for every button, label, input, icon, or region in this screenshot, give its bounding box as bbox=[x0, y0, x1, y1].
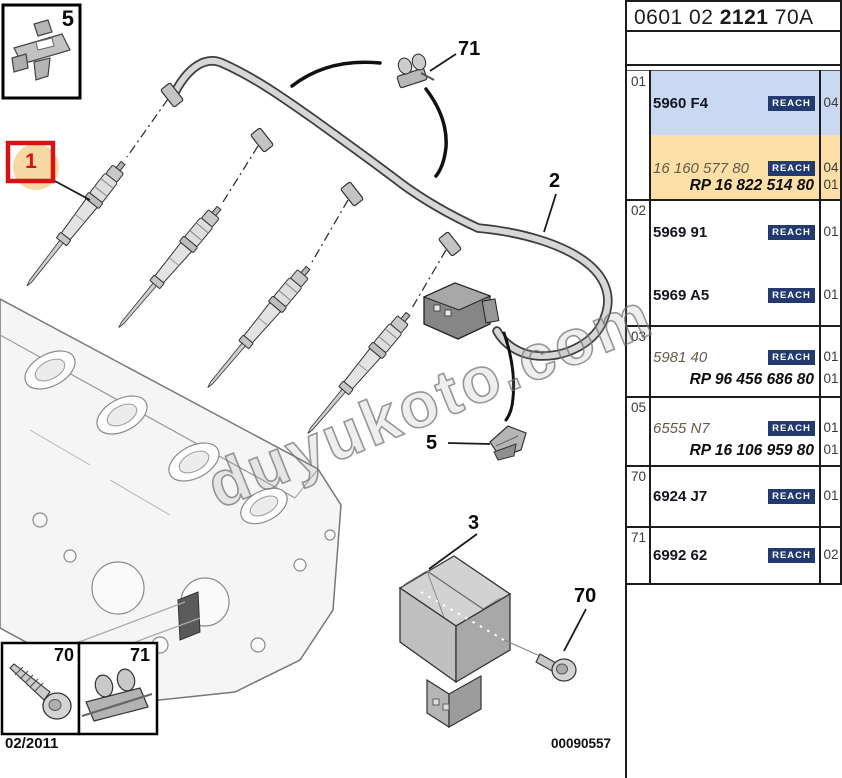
inset-box-71 bbox=[77, 641, 159, 736]
reach-badge[interactable]: REACH bbox=[768, 421, 815, 436]
replacement-part-number[interactable]: RP 96 456 686 80 bbox=[689, 371, 814, 388]
parts-table: 0601 02 2121 70A 01 5960 F4 REACH 04 16 … bbox=[625, 0, 842, 585]
qty-value: 02 bbox=[823, 547, 839, 562]
qty-value: 01 bbox=[823, 371, 839, 386]
reach-badge[interactable]: REACH bbox=[768, 489, 815, 504]
ref-number: 71 bbox=[631, 530, 647, 545]
highlight-circle bbox=[13, 144, 59, 190]
part-number[interactable]: 5960 F4 bbox=[653, 95, 709, 112]
callout-harness-2[interactable]: 2 bbox=[549, 170, 561, 192]
cylinder-head-art bbox=[0, 298, 342, 702]
qty-value: 04 bbox=[823, 160, 839, 175]
callout-clip-5[interactable]: 5 bbox=[426, 432, 438, 454]
ref-number: 05 bbox=[631, 400, 647, 415]
callout-inset-top-5: 5 bbox=[61, 6, 74, 31]
grid-line bbox=[627, 396, 840, 398]
replacement-part-number[interactable]: RP 16 822 514 80 bbox=[689, 177, 814, 194]
page-code: 0601 02 2121 70A bbox=[634, 6, 814, 29]
connector-block-art bbox=[422, 282, 500, 340]
replacement-part-number[interactable]: RP 16 106 959 80 bbox=[689, 442, 814, 459]
part-number[interactable]: 5969 A5 bbox=[653, 287, 710, 304]
qty-value: 01 bbox=[823, 349, 839, 364]
qty-value: 01 bbox=[823, 420, 839, 435]
reach-badge[interactable]: REACH bbox=[768, 350, 815, 365]
qty-value: 04 bbox=[823, 95, 839, 110]
ref-number: 03 bbox=[631, 329, 647, 344]
reach-badge[interactable]: REACH bbox=[768, 161, 815, 176]
inset-box-5 bbox=[1, 3, 82, 100]
callout-clip-71[interactable]: 71 bbox=[458, 38, 481, 60]
callout-inset-71: 71 bbox=[129, 645, 150, 665]
grid-line bbox=[627, 526, 840, 528]
edition-date: 02/2011 bbox=[5, 735, 59, 752]
pointer-arcs bbox=[290, 60, 516, 422]
reach-badge[interactable]: REACH bbox=[768, 548, 815, 563]
qty-value: 01 bbox=[823, 287, 839, 302]
inset-box-70 bbox=[0, 641, 81, 736]
ref-number: 70 bbox=[631, 469, 647, 484]
part-number[interactable]: 6924 J7 bbox=[653, 488, 708, 505]
highlight-red-box bbox=[5, 140, 56, 184]
qty-value: 01 bbox=[823, 442, 839, 457]
grid-line bbox=[627, 30, 840, 32]
grid-line bbox=[627, 325, 840, 327]
part-number[interactable]: 6555 N7 bbox=[653, 420, 710, 437]
reach-badge[interactable]: REACH bbox=[768, 225, 815, 240]
harness-clip-71-art bbox=[396, 53, 435, 89]
callout-screw-70[interactable]: 70 bbox=[574, 585, 597, 607]
table-left-border-extension bbox=[625, 583, 627, 778]
screw-70-art bbox=[535, 653, 577, 682]
part-number[interactable]: 5981 40 bbox=[653, 349, 708, 366]
qty-value: 01 bbox=[823, 224, 839, 239]
grid-line bbox=[819, 70, 821, 583]
grid-line bbox=[627, 64, 840, 66]
part-number[interactable]: 5969 91 bbox=[653, 224, 708, 241]
grid-line bbox=[627, 70, 840, 71]
parts-diagram bbox=[0, 3, 613, 736]
qty-value: 01 bbox=[823, 177, 839, 192]
callout-inset-70: 70 bbox=[53, 645, 74, 665]
grid-line bbox=[627, 465, 840, 467]
callout-glow-plug-1[interactable]: 1 bbox=[25, 150, 37, 173]
reach-badge[interactable]: REACH bbox=[768, 96, 815, 111]
ref-number: 01 bbox=[631, 74, 647, 89]
ref-number: 02 bbox=[631, 203, 647, 218]
axis-lines bbox=[126, 98, 447, 309]
document-number: 00090557 bbox=[551, 736, 612, 751]
harness-art bbox=[168, 56, 613, 361]
grid-line bbox=[627, 199, 840, 201]
callout-relay-3[interactable]: 3 bbox=[468, 512, 480, 534]
harness-drop-fittings bbox=[160, 82, 462, 257]
reach-badge[interactable]: REACH bbox=[768, 288, 815, 303]
relay-art bbox=[398, 555, 541, 729]
part-number[interactable]: 6992 62 bbox=[653, 547, 708, 564]
grid-line bbox=[649, 70, 651, 583]
clip-5-art bbox=[489, 425, 527, 461]
part-number[interactable]: 16 160 577 80 bbox=[653, 160, 749, 177]
leader-lines bbox=[52, 53, 587, 652]
qty-value: 01 bbox=[823, 488, 839, 503]
